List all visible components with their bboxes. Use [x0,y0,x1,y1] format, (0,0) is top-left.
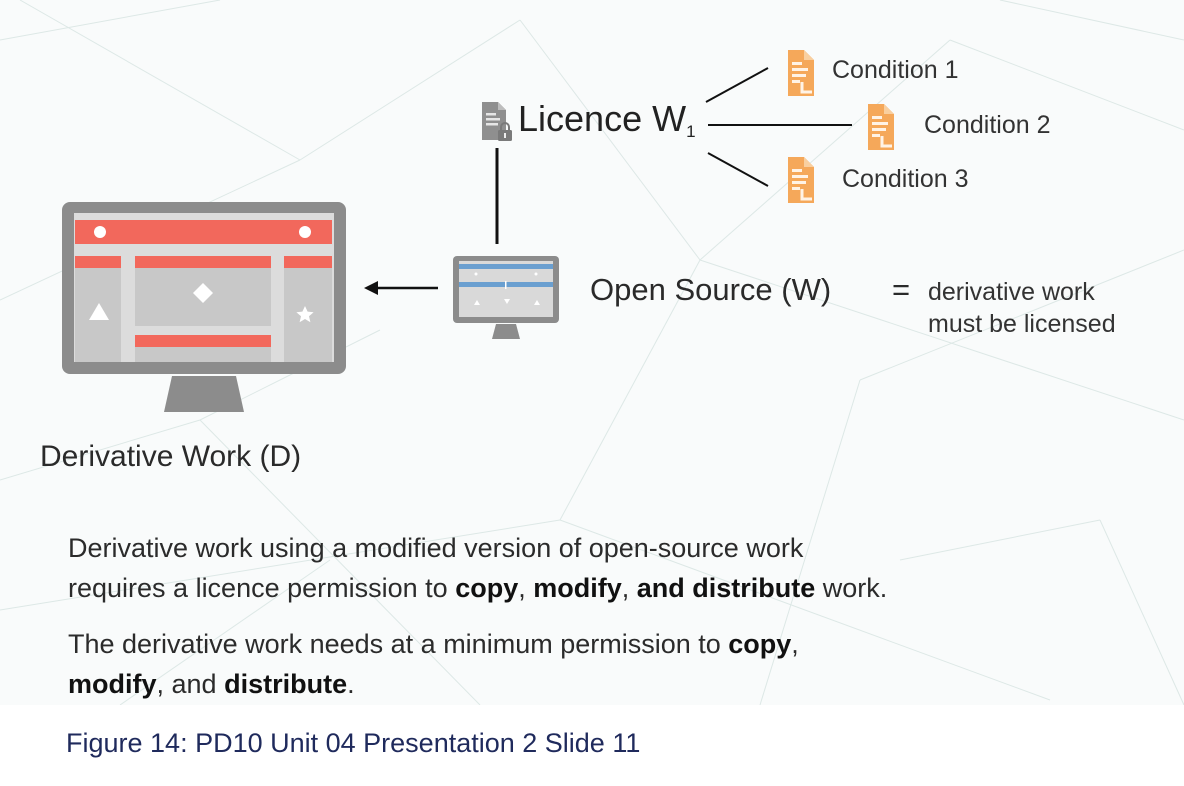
figure-caption: Figure 14: PD10 Unit 04 Presentation 2 S… [66,728,641,758]
text-span: , and [156,669,225,699]
document-icon [788,50,814,96]
slide: Licence W1 Condition 1 Condition 2 [0,0,1184,705]
bold-copy: copy [455,573,519,603]
paragraph-1-line-2: requires a licence permission to copy, m… [68,568,1184,608]
small-monitor-icon [453,256,559,339]
derivative-work-label: Derivative Work (D) [40,440,302,473]
diamond-icon [193,283,213,303]
connector-condition-3 [707,152,769,187]
locked-document-icon [482,102,512,141]
text-span: , [621,573,637,603]
bold-distribute: distribute [224,669,348,699]
triangle-icon [89,303,109,320]
bold-modify: modify [533,573,622,603]
text-span: requires a licence permission to [68,573,456,603]
definition-line-1: derivative work [928,278,1095,306]
document-icon [788,157,814,203]
condition-1-label: Condition 1 [832,56,959,84]
connector-condition-1 [705,67,769,103]
star-icon [296,306,314,323]
definition-line-2: must be licensed [928,310,1116,338]
licence-text: Licence W [518,98,687,139]
paragraph-1-line-1: Derivative work using a modified version… [68,533,804,563]
bold-distribute: and distribute [636,573,816,603]
equals-sign: = [892,272,911,307]
text-span: work. [815,573,888,603]
large-monitor-icon [62,202,346,412]
open-source-label: Open Source (W) [590,272,832,307]
background-mesh [0,0,1184,705]
text-span: , [518,573,534,603]
paragraph-1: Derivative work using a modified version… [68,528,1184,608]
paragraph-2: The derivative work needs at a minimum p… [68,624,1068,704]
connector-lines [364,67,852,295]
document-icon [868,104,894,150]
open-source-definition: derivative work must be licensed [928,276,1116,340]
licence-label: Licence W1 [518,98,696,142]
text-span: The derivative work needs at a minimum p… [68,629,729,659]
text-span: . [347,669,355,699]
bold-modify: modify [68,669,157,699]
condition-2-label: Condition 2 [924,111,1051,139]
text-span: , [791,629,799,659]
arrow-left-icon [364,281,378,295]
bold-copy: copy [728,629,792,659]
licence-subscript: 1 [686,122,696,141]
condition-3-label: Condition 3 [842,165,969,193]
